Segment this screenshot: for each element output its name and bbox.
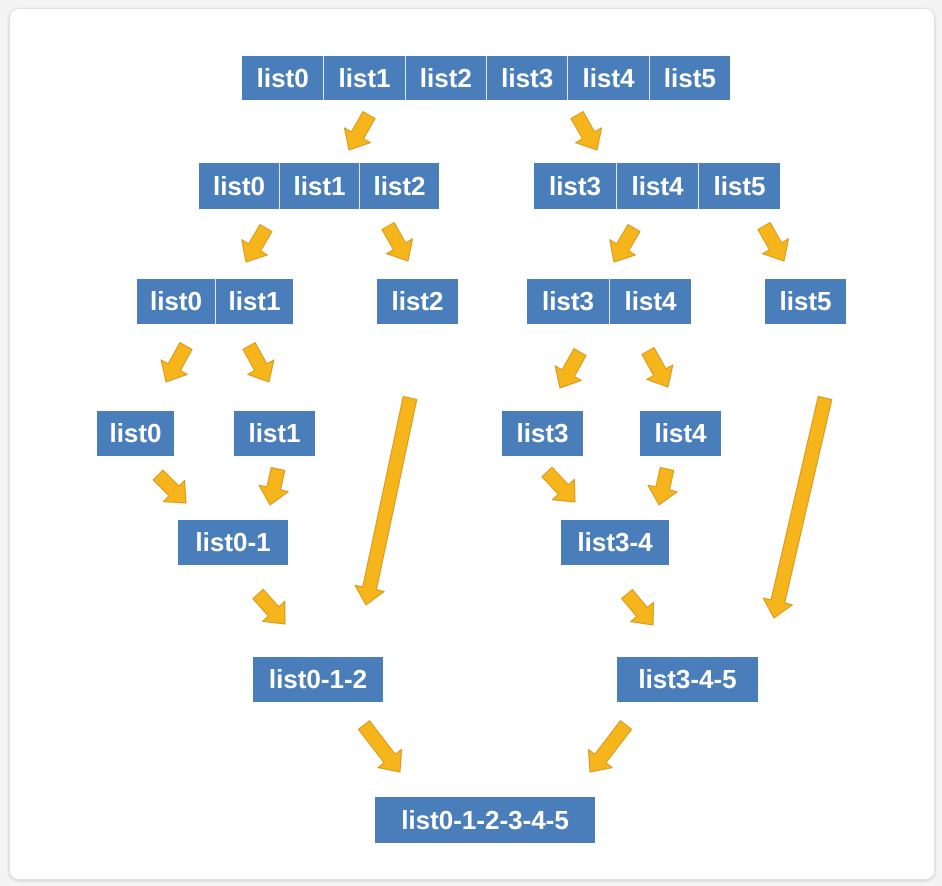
n-r-34-cell-0: list3 [527,279,609,324]
arrow-345-to-5 [757,222,790,262]
n-top-cell-1: list1 [323,56,405,100]
arrow-34-to-3 [554,348,587,389]
arrow-01-to-0 [160,342,193,383]
n-m-34-cell-0: list3-4 [561,520,669,565]
n-m-012345-cell-0: list0-1-2-3-4-5 [375,797,595,843]
n-r-345-cell-2: list5 [698,163,780,209]
n-r-5-cell-0: list5 [765,279,846,324]
arrow-012-to-01 [241,224,273,263]
arrow-0-to-01 [152,469,187,504]
n-l-01-cell-0: list0 [137,279,215,324]
arrow-top-left [343,111,376,151]
arrow-345-to-all [587,720,633,773]
n-l-01-cell-1: list1 [215,279,293,324]
n-m-01-cell-0: list0-1 [178,520,288,565]
n-top-cell-2: list2 [404,56,486,100]
n-top-cell-4: list4 [567,56,649,100]
arrow-012-to-all [357,720,403,773]
n-top-cell-3: list3 [486,56,568,100]
arrow-345-to-34 [609,224,641,263]
arrow-012-to-2 [381,222,414,262]
arrow-34-to-4 [641,347,674,388]
arrow-4-to-34 [647,467,678,506]
n-l-1-cell-0: list1 [234,411,315,456]
n-r-34-cell-1: list4 [609,279,691,324]
n-l-2-cell-0: list2 [377,279,458,324]
n-top-cell-0: list0 [242,56,324,100]
arrow-3-to-34 [541,466,576,503]
arrow-34-to-345 [621,589,655,626]
n-r-345-cell-0: list3 [534,163,616,209]
arrow-1-to-01 [258,467,289,506]
n-l-012-cell-0: list0 [199,163,279,209]
arrow-top-right [570,111,603,151]
n-r-345-cell-1: list4 [616,163,698,209]
n-l-012-cell-2: list2 [359,163,439,209]
n-r-4-cell-0: list4 [640,411,721,456]
n-m-345-cell-0: list3-4-5 [617,657,758,702]
arrow-01-to-1 [242,342,275,383]
n-l-012-cell-1: list1 [279,163,359,209]
n-r-3-cell-0: list3 [502,411,583,456]
arrow-5-to-345 [762,395,833,619]
arrow-2-to-012 [354,396,418,606]
n-m-012-cell-0: list0-1-2 [253,657,383,702]
arrow-01-to-012 [252,588,286,625]
n-l-0-cell-0: list0 [97,411,174,456]
n-top-cell-5: list5 [648,56,730,100]
